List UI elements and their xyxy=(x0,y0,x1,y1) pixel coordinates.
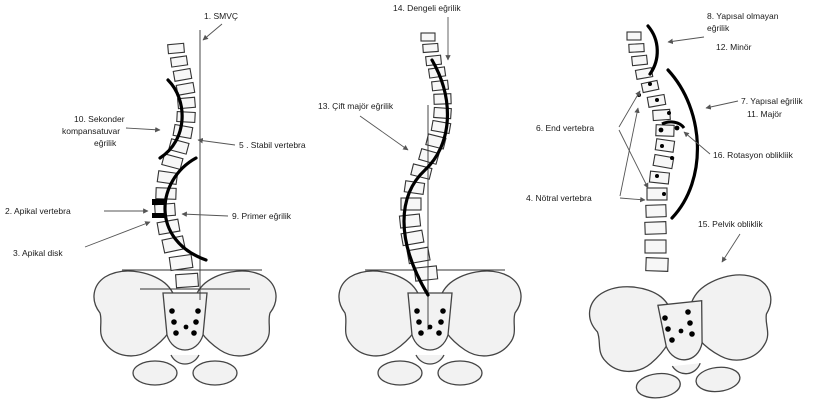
label-dengeli: 14. Dengeli eğrilik xyxy=(393,3,461,13)
label-apikal-disk: 3. Apikal disk xyxy=(13,248,63,258)
arrow-stabil xyxy=(198,140,235,145)
label-apikal-vertebra: 2. Apikal vertebra xyxy=(5,206,71,216)
pelvis-3 xyxy=(587,272,780,404)
label-pelvik: 15. Pelvik obliklik xyxy=(698,219,763,229)
arrow-yapisal xyxy=(706,101,738,108)
label-yapisal-olmayan-2: eğrilik xyxy=(707,23,730,33)
panel-3-spine: 8. Yapısal olmayan eğrilik 12. Minör 7. … xyxy=(526,11,803,404)
label-notral: 4. Nötral vertebra xyxy=(526,193,592,203)
panel-1-spine: 1. SMVÇ 10. Sekonder kompansatuvar eğril… xyxy=(5,11,306,385)
vertebrae-3 xyxy=(627,32,675,271)
arrow-sekonder xyxy=(126,128,160,130)
arrow-notral xyxy=(620,198,645,200)
arrow-pelvik xyxy=(722,234,740,262)
label-cift-major: 13. Çift majör eğrilik xyxy=(318,101,394,111)
label-sekonder-2: kompansatuvar xyxy=(62,126,120,136)
arrow-apikal-disk xyxy=(85,222,150,247)
arrow-cift-major xyxy=(360,116,408,150)
label-sekonder-3: eğrilik xyxy=(94,138,117,148)
label-primer: 9. Primer eğrilik xyxy=(232,211,292,221)
vertebrae-1 xyxy=(155,43,199,287)
label-end-vertebra: 6. End vertebra xyxy=(536,123,594,133)
label-yapisal: 7. Yapısal eğrilik xyxy=(741,96,803,106)
panel-2-spine: 14. Dengeli eğrilik 13. Çift majör eğril… xyxy=(318,3,521,385)
label-rotasyon: 16. Rotasyon oblikliik xyxy=(713,150,794,160)
label-sekonder-1: 10. Sekonder xyxy=(74,114,125,124)
label-smvc: 1. SMVÇ xyxy=(204,11,238,21)
label-yapisal-olmayan-1: 8. Yapısal olmayan xyxy=(707,11,779,21)
arrow-yapisal-olmayan xyxy=(668,37,704,42)
label-major: 11. Majör xyxy=(747,109,782,119)
minor-curve xyxy=(648,26,657,74)
arrow-smvc xyxy=(203,24,222,40)
arrow-end-vertebra-top xyxy=(619,91,640,127)
label-stabil: 5 . Stabil vertebra xyxy=(239,140,306,150)
label-minor: 12. Minör xyxy=(716,42,752,52)
arrow-primer xyxy=(182,214,228,216)
